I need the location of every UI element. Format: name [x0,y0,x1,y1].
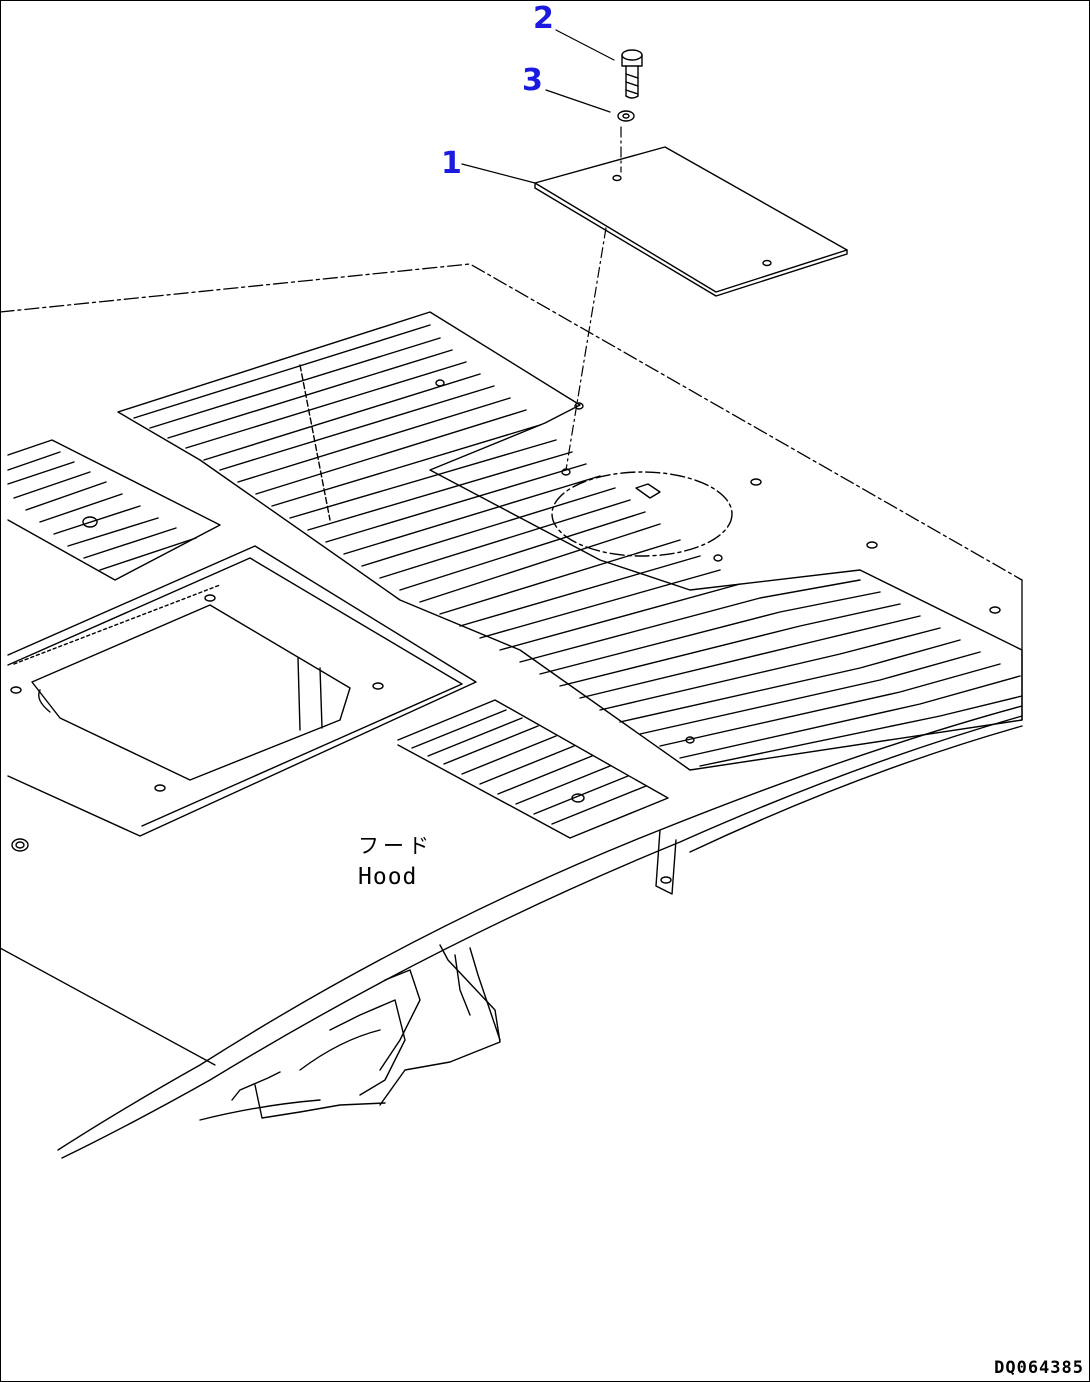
washer-part [617,110,635,122]
lower-grille [397,699,669,839]
hood-front-edge [57,705,1023,1159]
bolt-part [621,49,643,99]
cover-plate [534,146,848,297]
callout-1-cover-plate: 1 [441,146,462,181]
main-grille [117,311,1023,771]
circular-opening [551,468,1001,614]
callout-3-washer: 3 [522,63,543,98]
under-structure [199,944,501,1121]
callout-2-bolt: 2 [533,1,554,36]
hood-outline [0,263,1023,1141]
access-panel [7,545,477,852]
leader-lines [461,29,622,471]
hood-label-japanese: フード [358,834,433,858]
drawing-number: DQ064385 [994,1358,1084,1378]
hood-label-english: Hood [358,864,418,890]
left-grille [7,439,221,581]
